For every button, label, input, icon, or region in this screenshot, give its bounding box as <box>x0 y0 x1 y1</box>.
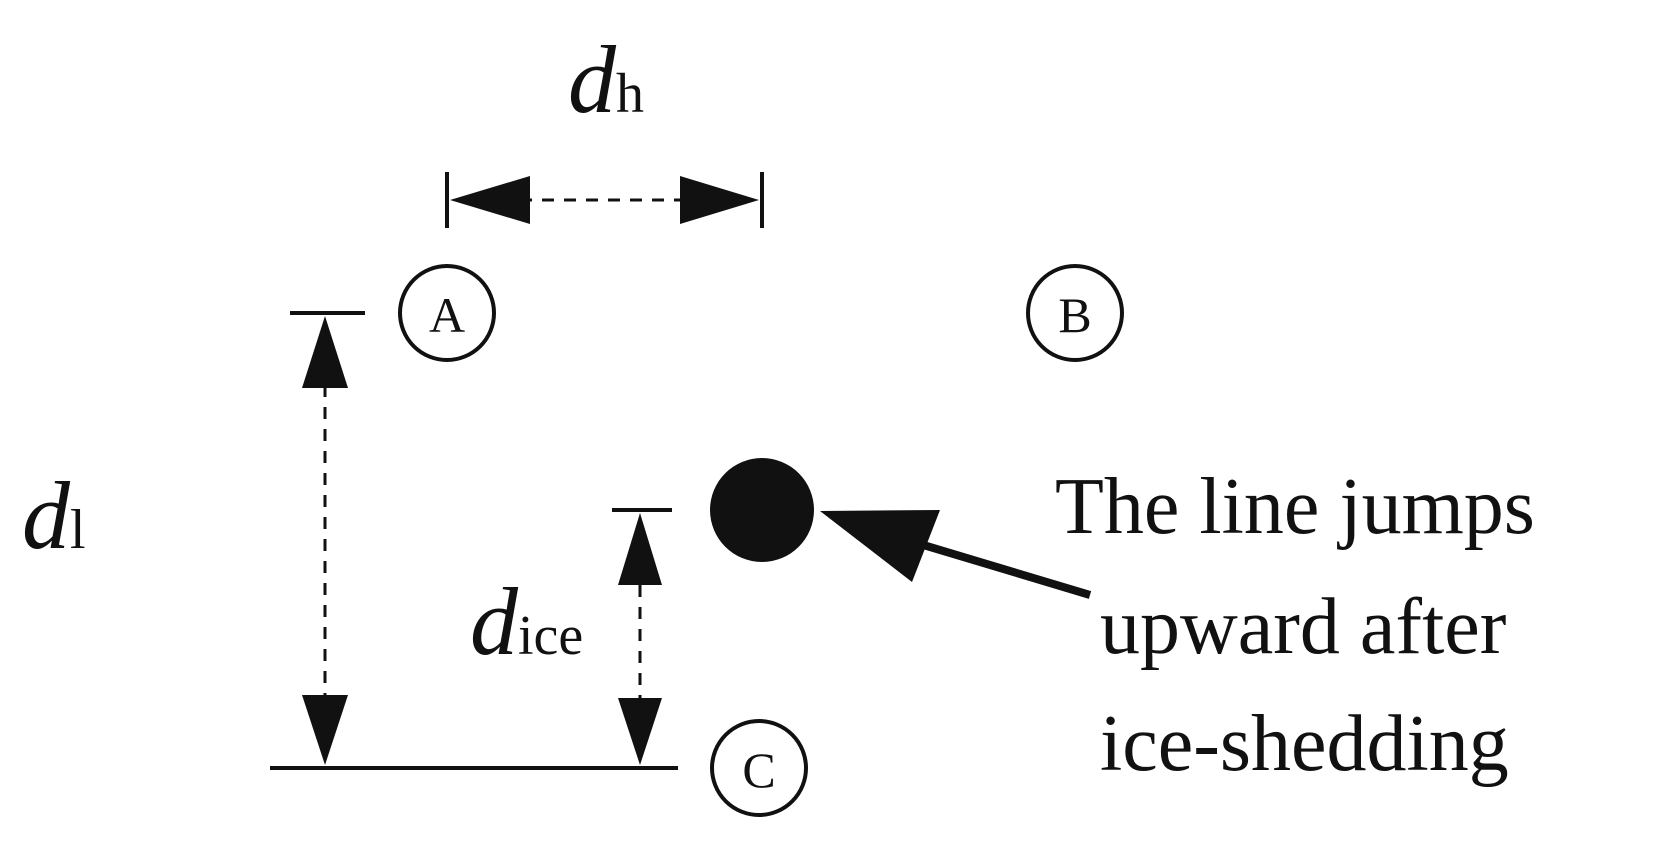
annotation-line-3: ice-shedding <box>1100 700 1509 788</box>
conductor-a: A <box>398 264 496 362</box>
dice-dimension: dice <box>470 508 672 765</box>
annotation-line-1: The line jumps <box>1055 463 1535 551</box>
dl-label: dl <box>22 462 86 569</box>
dh-right-arrowhead <box>680 176 759 224</box>
dice-label-main: d <box>470 568 519 675</box>
dice-label-sub: ice <box>518 605 583 667</box>
jumped-conductor <box>710 458 814 562</box>
annotation-pointer <box>820 510 1092 599</box>
dl-label-main: d <box>22 462 71 569</box>
annotation-line-2: upward after <box>1100 583 1506 671</box>
conductor-a-ring <box>398 264 496 362</box>
annotation-text: The line jumps upward after ice-shedding <box>1055 463 1555 788</box>
dl-top-arrowhead <box>302 316 348 388</box>
dice-bottom-arrowhead <box>618 698 662 765</box>
conductor-b-ring <box>1026 264 1124 362</box>
pointer-shaft <box>898 534 1092 599</box>
pointer-arrowhead <box>820 510 940 582</box>
dh-label-sub: h <box>616 63 644 125</box>
conductor-b-label: B <box>1058 287 1091 343</box>
dice-label: dice <box>470 568 583 675</box>
dice-top-arrowhead <box>618 513 662 585</box>
conductor-c-label: C <box>742 742 775 798</box>
dh-label: dh <box>568 26 644 133</box>
conductor-c: C <box>710 719 808 817</box>
conductor-c-ring <box>710 719 808 817</box>
dh-label-main: d <box>568 26 617 133</box>
dl-label-sub: l <box>70 499 86 561</box>
dh-dimension: dh <box>445 26 764 228</box>
conductor-b: B <box>1026 264 1124 362</box>
dl-bottom-arrowhead <box>302 695 348 765</box>
dh-left-arrowhead <box>450 176 530 224</box>
conductor-a-label: A <box>429 287 465 343</box>
dl-dimension: dl <box>22 311 678 770</box>
